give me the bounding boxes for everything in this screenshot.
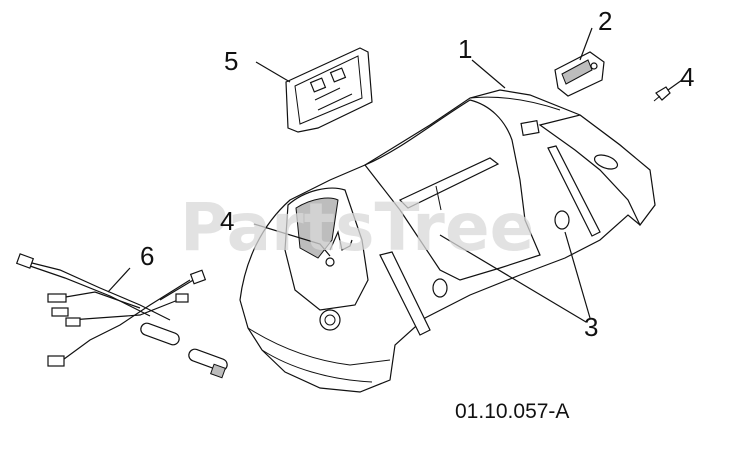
watermark-text: PartsTree <box>180 189 534 266</box>
bracket-part-left[interactable] <box>325 230 353 267</box>
callout-4-right: 4 <box>680 62 694 92</box>
screw-part-right[interactable] <box>653 86 671 102</box>
wiring-harness-part[interactable] <box>15 253 229 379</box>
callout-6: 6 <box>140 241 154 271</box>
hood-console-part[interactable] <box>239 89 656 393</box>
switch-part[interactable] <box>554 51 605 97</box>
diagram-part-number: 01.10.057-A <box>455 400 569 423</box>
callout-5: 5 <box>224 46 238 76</box>
callout-4-left: 4 <box>220 206 234 236</box>
callout-1: 1 <box>458 34 472 64</box>
callout-3: 3 <box>584 312 598 342</box>
instrument-panel-part[interactable] <box>285 47 373 133</box>
leader-lines <box>107 27 683 323</box>
callout-2: 2 <box>598 6 612 36</box>
